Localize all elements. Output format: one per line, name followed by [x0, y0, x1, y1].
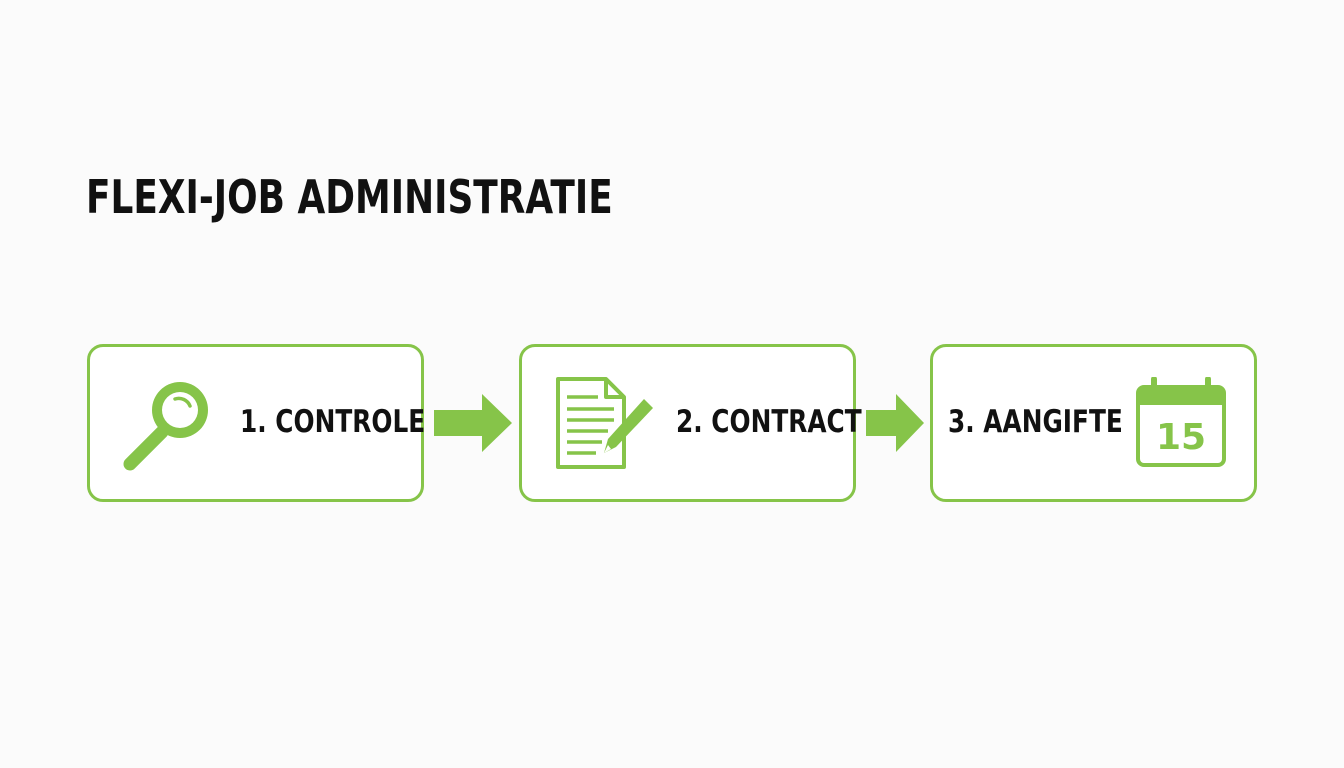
calendar-day-number: 15: [1156, 417, 1206, 458]
step-box-contract: 2. CONTRACT: [519, 344, 862, 502]
arrow-right-icon: [866, 394, 924, 452]
step-label-aangifte: 3. AANGIFTE: [948, 404, 1123, 440]
arrow-right-icon: [434, 394, 512, 452]
step-label-controle: 1. CONTROLE: [240, 404, 426, 440]
step-box-controle: 1. CONTROLE: [87, 344, 426, 502]
document-pen-icon: [556, 377, 653, 469]
step-box-aangifte: 3. AANGIFTE 15: [930, 344, 1257, 502]
page-title: FLEXI-JOB ADMINISTRATIE: [86, 170, 613, 224]
step-label-contract: 2. CONTRACT: [676, 404, 862, 440]
magnifier-icon: [123, 382, 208, 471]
calendar-icon: 15: [1136, 377, 1226, 467]
